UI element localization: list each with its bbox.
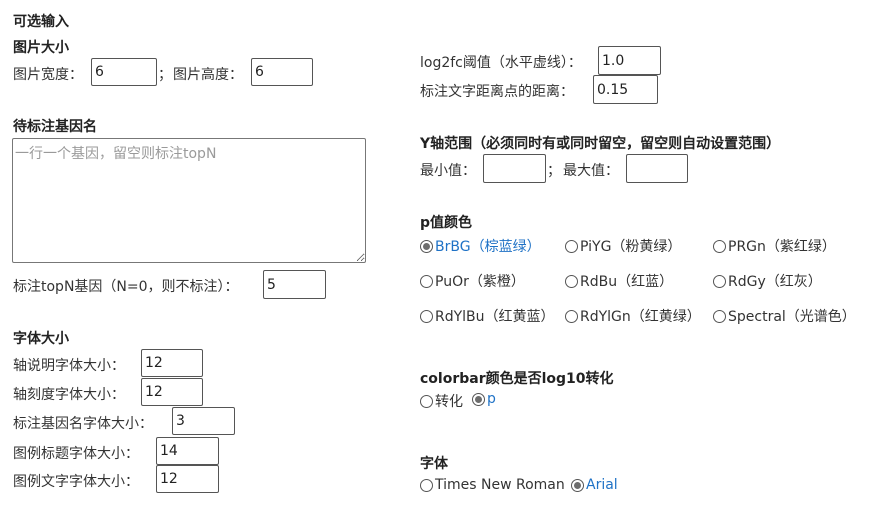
font-option-label: Times New Roman bbox=[435, 477, 565, 493]
p-color-option-label: PuOr（紫橙） bbox=[435, 274, 525, 290]
topn-label: 标注topN基因（N=0，则不标注）： bbox=[13, 279, 239, 295]
p-color-option-piyg[interactable]: PiYG（粉黄绿） bbox=[565, 236, 681, 256]
p-color-option-rdylbu[interactable]: RdYlBu（红黄蓝） bbox=[420, 306, 555, 326]
radio-icon[interactable] bbox=[565, 274, 578, 288]
p-color-option-rdgy[interactable]: RdGy（红灰） bbox=[713, 271, 822, 291]
genes-title: 待标注基因名 bbox=[13, 119, 97, 135]
axis-tick-font-input[interactable] bbox=[141, 378, 203, 406]
p-color-option-label: PiYG（粉黄绿） bbox=[580, 239, 682, 255]
legend-title-font-label: 图例标题字体大小： bbox=[13, 446, 139, 462]
y-min-label: 最小值： bbox=[420, 163, 476, 179]
radio-icon[interactable] bbox=[565, 239, 578, 253]
image-width-label: 图片宽度： bbox=[13, 67, 83, 83]
radio-checked-icon[interactable] bbox=[472, 392, 485, 406]
axis-tick-font-label: 轴刻度字体大小： bbox=[13, 387, 125, 403]
image-height-input[interactable] bbox=[251, 58, 313, 86]
legend-title-font-input[interactable] bbox=[156, 437, 219, 465]
p-color-option-label: PRGn（紫红绿） bbox=[728, 239, 836, 255]
font-option-arial[interactable]: Arial bbox=[571, 477, 618, 493]
log2fc-threshold-label: log2fc阈值（水平虚线）： bbox=[420, 55, 582, 71]
image-size-separator: ； bbox=[158, 67, 172, 83]
radio-icon[interactable] bbox=[713, 274, 726, 288]
p-color-option-label: RdYlBu（红黄蓝） bbox=[435, 309, 555, 325]
y-range-title: Y轴范围（必须同时有或同时留空，留空则自动设置范围） bbox=[420, 136, 781, 152]
y-max-label: 最大值： bbox=[563, 163, 619, 179]
image-size-title: 图片大小 bbox=[13, 40, 69, 56]
image-height-label: 图片高度： bbox=[173, 67, 243, 83]
radio-icon[interactable] bbox=[420, 274, 433, 288]
gene-label-font-label: 标注基因名字体大小： bbox=[13, 416, 153, 432]
p-color-option-label: RdBu（红蓝） bbox=[580, 274, 674, 290]
p-color-option-prgn[interactable]: PRGn（紫红绿） bbox=[713, 236, 836, 256]
colorbar-option-label: 转化 bbox=[435, 394, 463, 410]
radio-checked-icon[interactable] bbox=[420, 239, 433, 253]
colorbar-title: colorbar颜色是否log10转化 bbox=[420, 371, 614, 387]
gene-label-font-input[interactable] bbox=[172, 407, 235, 435]
y-range-separator: ； bbox=[547, 163, 561, 179]
font-option-label: Arial bbox=[586, 477, 618, 493]
p-color-option-rdbu[interactable]: RdBu（红蓝） bbox=[565, 271, 673, 291]
p-color-option-brbg[interactable]: BrBG（棕蓝绿） bbox=[420, 236, 541, 256]
genes-textarea[interactable] bbox=[12, 138, 366, 263]
label-distance-input[interactable] bbox=[593, 75, 658, 104]
axis-title-font-label: 轴说明字体大小： bbox=[13, 358, 125, 374]
p-color-option-label: RdGy（红灰） bbox=[728, 274, 822, 290]
p-color-option-rdylgn[interactable]: RdYlGn（红黄绿） bbox=[565, 306, 701, 326]
radio-icon[interactable] bbox=[565, 309, 578, 323]
topn-input[interactable] bbox=[263, 270, 326, 299]
radio-checked-icon[interactable] bbox=[571, 478, 584, 492]
image-width-input[interactable] bbox=[91, 58, 157, 86]
p-color-option-label: RdYlGn（红黄绿） bbox=[580, 309, 701, 325]
radio-icon[interactable] bbox=[420, 478, 433, 492]
radio-icon[interactable] bbox=[713, 309, 726, 323]
label-distance-label: 标注文字距离点的距离： bbox=[420, 84, 574, 100]
p-color-option-label: BrBG（棕蓝绿） bbox=[435, 239, 541, 255]
font-title: 字体 bbox=[420, 456, 448, 472]
p-color-option-spectral[interactable]: Spectral（光谱色） bbox=[713, 306, 856, 326]
log2fc-threshold-input[interactable] bbox=[598, 46, 661, 75]
radio-icon[interactable] bbox=[420, 309, 433, 323]
legend-text-font-input[interactable] bbox=[156, 465, 219, 493]
p-color-option-puor[interactable]: PuOr（紫橙） bbox=[420, 271, 525, 291]
font-size-title: 字体大小 bbox=[13, 331, 69, 347]
y-max-input[interactable] bbox=[626, 154, 688, 183]
colorbar-option-label: p bbox=[487, 391, 496, 407]
colorbar-option-p[interactable]: p bbox=[472, 391, 496, 407]
p-color-title: p值颜色 bbox=[420, 215, 473, 231]
legend-text-font-label: 图例文字字体大小： bbox=[13, 474, 139, 490]
colorbar-option-transform[interactable]: 转化 bbox=[420, 391, 463, 411]
font-option-times[interactable]: Times New Roman bbox=[420, 477, 565, 493]
p-color-option-label: Spectral（光谱色） bbox=[728, 309, 856, 325]
axis-title-font-input[interactable] bbox=[141, 349, 203, 377]
y-min-input[interactable] bbox=[483, 154, 546, 183]
optional-input-title: 可选输入 bbox=[13, 14, 69, 30]
radio-icon[interactable] bbox=[420, 394, 433, 408]
radio-icon[interactable] bbox=[713, 239, 726, 253]
